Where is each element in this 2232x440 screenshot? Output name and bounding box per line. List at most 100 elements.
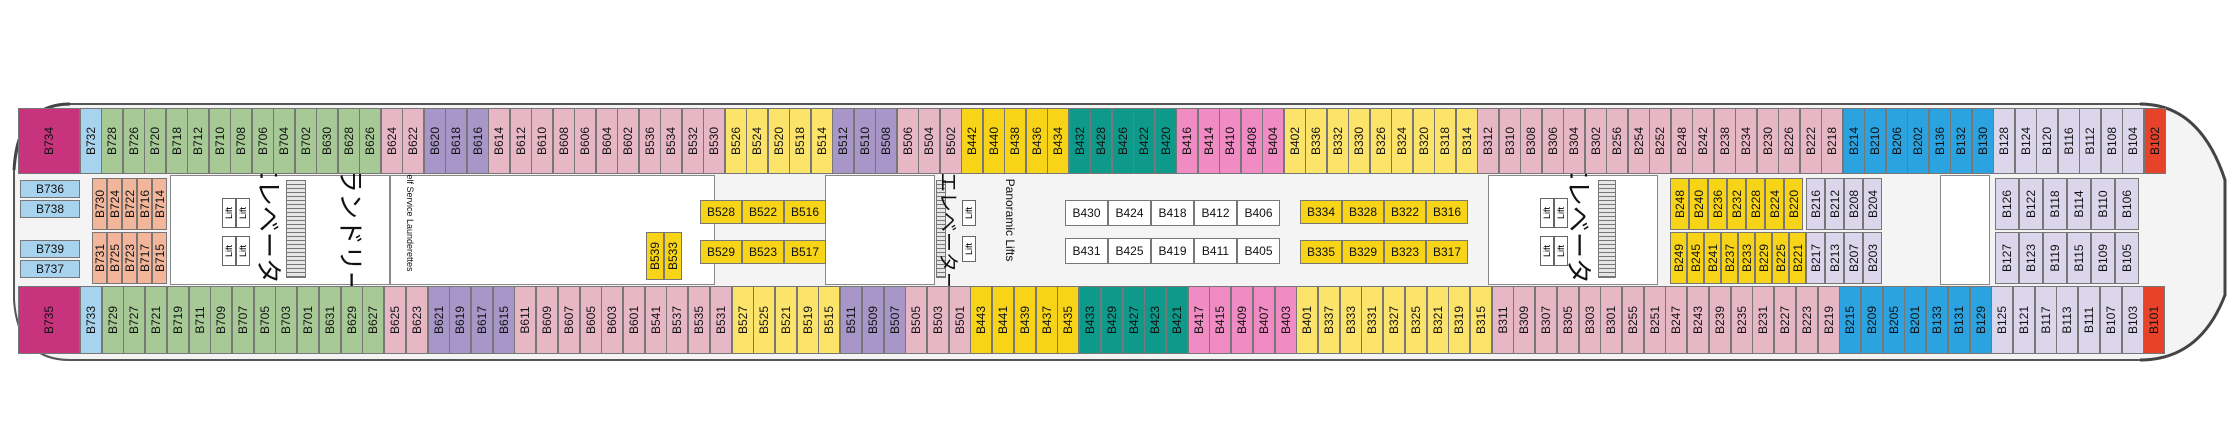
cabin-b209[interactable]: B209 <box>1861 286 1883 354</box>
cabin-b718[interactable]: B718 <box>166 108 188 174</box>
cabin-b205[interactable]: B205 <box>1883 286 1905 354</box>
cabin-b240[interactable]: B240 <box>1689 178 1708 230</box>
cabin-b510[interactable]: B510 <box>854 108 876 174</box>
cabin-b403[interactable]: B403 <box>1275 286 1297 354</box>
cabin-b518[interactable]: B518 <box>789 108 811 174</box>
cabin-b622[interactable]: B622 <box>402 108 424 174</box>
cabin-b425[interactable]: B425 <box>1108 238 1151 264</box>
cabin-b419[interactable]: B419 <box>1151 238 1194 264</box>
cabin-b709[interactable]: B709 <box>210 286 232 354</box>
cabin-b414[interactable]: B414 <box>1198 108 1220 174</box>
cabin-b736[interactable]: B736 <box>20 180 80 198</box>
cabin-b325[interactable]: B325 <box>1405 286 1427 354</box>
cabin-b301[interactable]: B301 <box>1600 286 1622 354</box>
cabin-b322[interactable]: B322 <box>1384 200 1426 224</box>
cabin-b438[interactable]: B438 <box>1004 108 1026 174</box>
cabin-b227[interactable]: B227 <box>1774 286 1796 354</box>
cabin-b503[interactable]: B503 <box>927 286 949 354</box>
cabin-b606[interactable]: B606 <box>574 108 596 174</box>
cabin-b121[interactable]: B121 <box>2013 286 2035 354</box>
cabin-b612[interactable]: B612 <box>510 108 532 174</box>
cabin-b516[interactable]: B516 <box>784 200 826 224</box>
cabin-b101[interactable]: B101 <box>2143 286 2165 354</box>
cabin-b704[interactable]: B704 <box>273 108 295 174</box>
cabin-b126[interactable]: B126 <box>1995 178 2019 230</box>
cabin-b514[interactable]: B514 <box>811 108 833 174</box>
cabin-b717[interactable]: B717 <box>137 232 152 284</box>
cabin-b402[interactable]: B402 <box>1284 108 1306 174</box>
cabin-b335[interactable]: B335 <box>1300 240 1342 264</box>
cabin-b715[interactable]: B715 <box>152 232 167 284</box>
cabin-b117[interactable]: B117 <box>2035 286 2057 354</box>
cabin-b616[interactable]: B616 <box>467 108 489 174</box>
cabin-b532[interactable]: B532 <box>682 108 704 174</box>
cabin-b407[interactable]: B407 <box>1253 286 1275 354</box>
cabin-b526[interactable]: B526 <box>725 108 747 174</box>
cabin-b707[interactable]: B707 <box>232 286 254 354</box>
cabin-b330[interactable]: B330 <box>1348 108 1370 174</box>
cabin-b619[interactable]: B619 <box>449 286 471 354</box>
cabin-b702[interactable]: B702 <box>295 108 317 174</box>
cabin-b221[interactable]: B221 <box>1789 232 1806 284</box>
cabin-b620[interactable]: B620 <box>424 108 446 174</box>
cabin-b509[interactable]: B509 <box>862 286 884 354</box>
cabin-b416[interactable]: B416 <box>1176 108 1198 174</box>
cabin-b129[interactable]: B129 <box>1970 286 1992 354</box>
cabin-b331[interactable]: B331 <box>1361 286 1383 354</box>
cabin-b310[interactable]: B310 <box>1499 108 1521 174</box>
cabin-b104[interactable]: B104 <box>2122 108 2144 174</box>
cabin-b732[interactable]: B732 <box>80 108 102 174</box>
cabin-b119[interactable]: B119 <box>2043 232 2067 284</box>
cabin-b213[interactable]: B213 <box>1825 232 1844 284</box>
cabin-b110[interactable]: B110 <box>2091 178 2115 230</box>
cabin-b255[interactable]: B255 <box>1622 286 1644 354</box>
cabin-b424[interactable]: B424 <box>1108 200 1151 226</box>
cabin-b239[interactable]: B239 <box>1709 286 1731 354</box>
cabin-b609[interactable]: B609 <box>536 286 558 354</box>
cabin-b539[interactable]: B539 <box>646 232 664 280</box>
cabin-b501[interactable]: B501 <box>949 286 971 354</box>
cabin-b512[interactable]: B512 <box>832 108 854 174</box>
cabin-b323[interactable]: B323 <box>1384 240 1426 264</box>
cabin-b118[interactable]: B118 <box>2043 178 2067 230</box>
cabin-b111[interactable]: B111 <box>2078 286 2100 354</box>
cabin-b728[interactable]: B728 <box>101 108 123 174</box>
cabin-b326[interactable]: B326 <box>1370 108 1392 174</box>
cabin-b706[interactable]: B706 <box>252 108 274 174</box>
cabin-b219[interactable]: B219 <box>1818 286 1840 354</box>
cabin-b611[interactable]: B611 <box>514 286 536 354</box>
cabin-b712[interactable]: B712 <box>187 108 209 174</box>
cabin-b252[interactable]: B252 <box>1649 108 1671 174</box>
cabin-b520[interactable]: B520 <box>768 108 790 174</box>
cabin-b320[interactable]: B320 <box>1413 108 1435 174</box>
cabin-b517[interactable]: B517 <box>784 240 826 264</box>
cabin-b225[interactable]: B225 <box>1772 232 1789 284</box>
cabin-b508[interactable]: B508 <box>875 108 897 174</box>
cabin-b727[interactable]: B727 <box>123 286 145 354</box>
cabin-b421[interactable]: B421 <box>1166 286 1188 354</box>
cabin-b128[interactable]: B128 <box>1993 108 2015 174</box>
cabin-b729[interactable]: B729 <box>102 286 124 354</box>
cabin-b311[interactable]: B311 <box>1492 286 1514 354</box>
cabin-b113[interactable]: B113 <box>2056 286 2078 354</box>
cabin-b242[interactable]: B242 <box>1692 108 1714 174</box>
cabin-b420[interactable]: B420 <box>1155 108 1177 174</box>
cabin-b319[interactable]: B319 <box>1448 286 1470 354</box>
cabin-b428[interactable]: B428 <box>1090 108 1112 174</box>
cabin-b410[interactable]: B410 <box>1219 108 1241 174</box>
cabin-b116[interactable]: B116 <box>2058 108 2080 174</box>
cabin-b306[interactable]: B306 <box>1542 108 1564 174</box>
cabin-b504[interactable]: B504 <box>918 108 940 174</box>
cabin-b304[interactable]: B304 <box>1563 108 1585 174</box>
cabin-b223[interactable]: B223 <box>1796 286 1818 354</box>
cabin-b603[interactable]: B603 <box>601 286 623 354</box>
cabin-b605[interactable]: B605 <box>580 286 602 354</box>
cabin-b206[interactable]: B206 <box>1886 108 1908 174</box>
cabin-b132[interactable]: B132 <box>1950 108 1972 174</box>
cabin-b618[interactable]: B618 <box>445 108 467 174</box>
cabin-b248[interactable]: B248 <box>1671 108 1693 174</box>
cabin-b210[interactable]: B210 <box>1864 108 1886 174</box>
cabin-b127[interactable]: B127 <box>1995 232 2019 284</box>
cabin-b415[interactable]: B415 <box>1209 286 1231 354</box>
cabin-b212[interactable]: B212 <box>1825 178 1844 230</box>
